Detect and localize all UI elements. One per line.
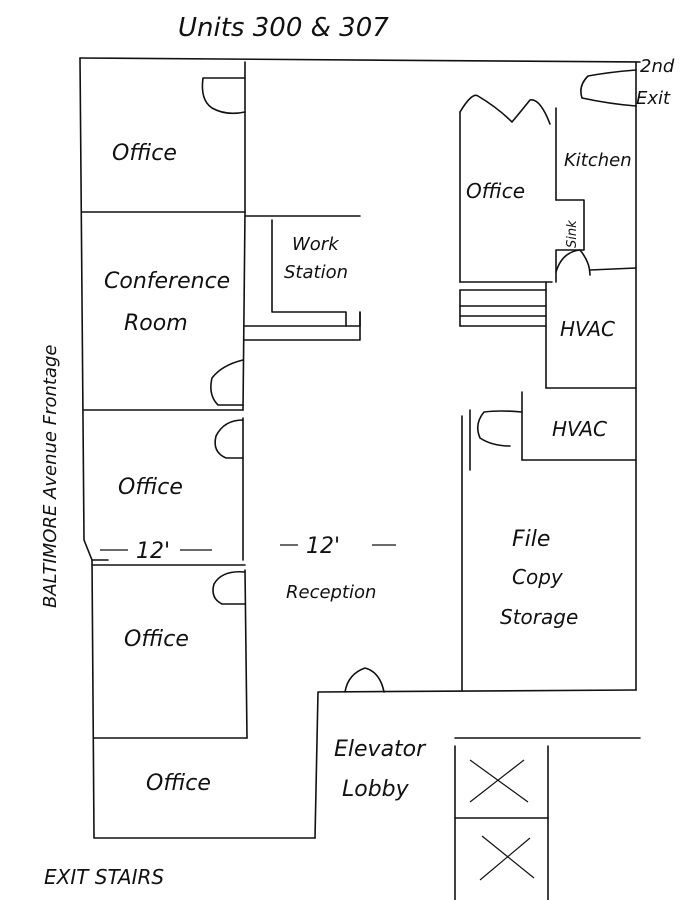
plan-title: Units 300 & 307 [178,13,389,43]
room-label-file: File [512,527,550,552]
room-label-office-3: Office [118,475,183,500]
room-label-hvac-2: HVAC [552,417,607,441]
exit-label-line2: Exit [636,88,671,109]
room-label-kitchen: Kitchen [564,150,632,171]
elevator-shafts [454,737,641,900]
dimension-corridor: 12' [306,534,340,559]
frontage-label: BALTIMORE Avenue Frontage [40,345,61,609]
exit-door-swing [580,69,637,107]
room-label-storage: Storage [500,605,578,629]
room-label-office-east: Office [466,179,525,203]
room-label-reception: Reception [286,582,376,603]
room-label-office-4: Office [124,627,189,652]
outer-walls [79,57,641,839]
east-room-walls [459,94,637,691]
room-label-lobby: Lobby [342,777,410,802]
room-label-office-1: Office [112,141,177,166]
exit-stairs-label: EXIT STAIRS [44,865,164,889]
room-label-sink: Sink [565,220,580,248]
room-label-conference-1: Conference [104,269,230,294]
room-label-work-1: Work [292,234,340,255]
room-label-copy: Copy [512,565,564,589]
reception-door-swing [344,667,385,693]
room-label-work-2: Station [284,262,348,283]
room-label-conference-2: Room [124,311,188,336]
dimension-marks [100,544,396,551]
door-swings-west [201,77,246,605]
room-label-office-5: Office [146,771,211,796]
work-station-walls [244,215,361,341]
room-label-hvac-1: HVAC [560,317,615,341]
dimension-office: 12' [136,539,170,564]
exit-label-line1: 2nd [640,56,675,77]
room-label-elevator: Elevator [334,737,427,762]
west-office-walls [81,61,248,739]
